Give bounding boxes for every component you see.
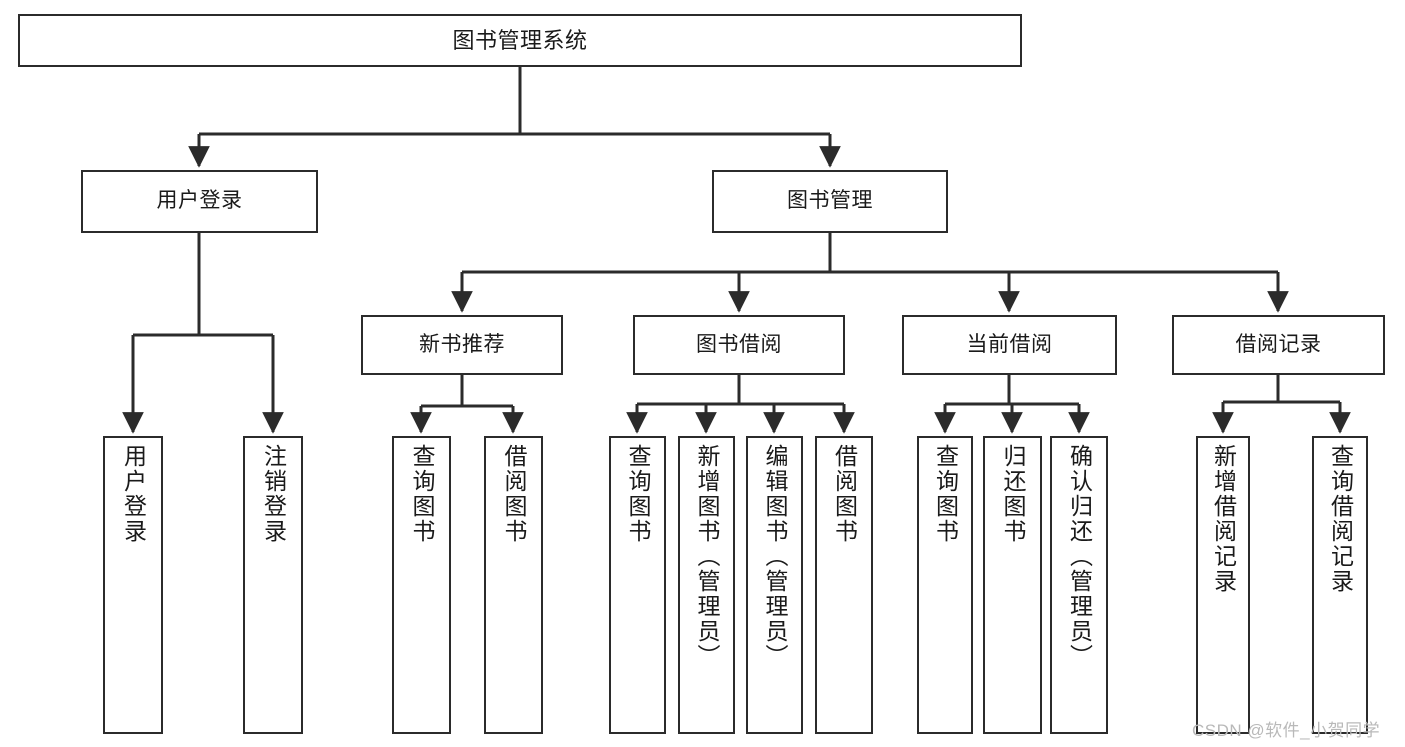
node-label: 图书管理 — [787, 189, 873, 213]
node-label: 查询借阅记录 — [1327, 444, 1354, 594]
node-label: 图书管理系统 — [452, 27, 588, 53]
node-leaf-logout-login[interactable]: 注销登录 — [243, 436, 303, 734]
node-label: 编辑图书（管理员） — [762, 444, 788, 669]
node-label: 新增图书（管理员） — [694, 444, 720, 669]
node-label: 查询图书 — [932, 444, 959, 544]
node-leaf-edit-book-admin[interactable]: 编辑图书（管理员） — [746, 436, 803, 734]
node-leaf-query-book-1[interactable]: 查询图书 — [392, 436, 451, 734]
node-label: 用户登录 — [156, 189, 243, 213]
node-label: 当前借阅 — [966, 332, 1053, 356]
node-label: 借阅图书 — [501, 444, 527, 544]
node-leaf-confirm-return-admin[interactable]: 确认归还（管理员） — [1050, 436, 1108, 734]
node-label: 注销登录 — [260, 444, 287, 544]
node-leaf-query-borrow-record[interactable]: 查询借阅记录 — [1312, 436, 1368, 734]
node-book-manage[interactable]: 图书管理 — [712, 170, 948, 233]
node-leaf-add-borrow-record[interactable]: 新增借阅记录 — [1196, 436, 1250, 734]
node-book-borrow[interactable]: 图书借阅 — [633, 315, 845, 375]
node-borrow-record[interactable]: 借阅记录 — [1172, 315, 1385, 375]
node-label: 查询图书 — [409, 444, 435, 544]
node-label: 图书借阅 — [696, 332, 782, 356]
node-label: 新书推荐 — [419, 332, 505, 356]
node-label: 借阅记录 — [1235, 332, 1322, 356]
node-label: 新增借阅记录 — [1210, 444, 1237, 594]
node-leaf-query-book-2[interactable]: 查询图书 — [609, 436, 666, 734]
node-new-book-recommend[interactable]: 新书推荐 — [361, 315, 563, 375]
node-user-login[interactable]: 用户登录 — [81, 170, 318, 233]
node-leaf-add-book-admin[interactable]: 新增图书（管理员） — [678, 436, 735, 734]
node-label: 归还图书 — [1000, 444, 1026, 544]
node-leaf-return-book[interactable]: 归还图书 — [983, 436, 1042, 734]
node-root-system[interactable]: 图书管理系统 — [18, 14, 1022, 67]
node-leaf-query-book-3[interactable]: 查询图书 — [917, 436, 973, 734]
node-label: 查询图书 — [625, 444, 651, 544]
node-leaf-borrow-book-1[interactable]: 借阅图书 — [484, 436, 543, 734]
node-label: 借阅图书 — [831, 444, 858, 544]
node-leaf-borrow-book-2[interactable]: 借阅图书 — [815, 436, 873, 734]
csdn-watermark: CSDN @软件_小贺同学 — [1192, 721, 1381, 740]
node-label: 确认归还（管理员） — [1066, 444, 1093, 669]
node-label: 用户登录 — [120, 444, 147, 544]
node-current-borrow[interactable]: 当前借阅 — [902, 315, 1117, 375]
node-leaf-user-login[interactable]: 用户登录 — [103, 436, 163, 734]
